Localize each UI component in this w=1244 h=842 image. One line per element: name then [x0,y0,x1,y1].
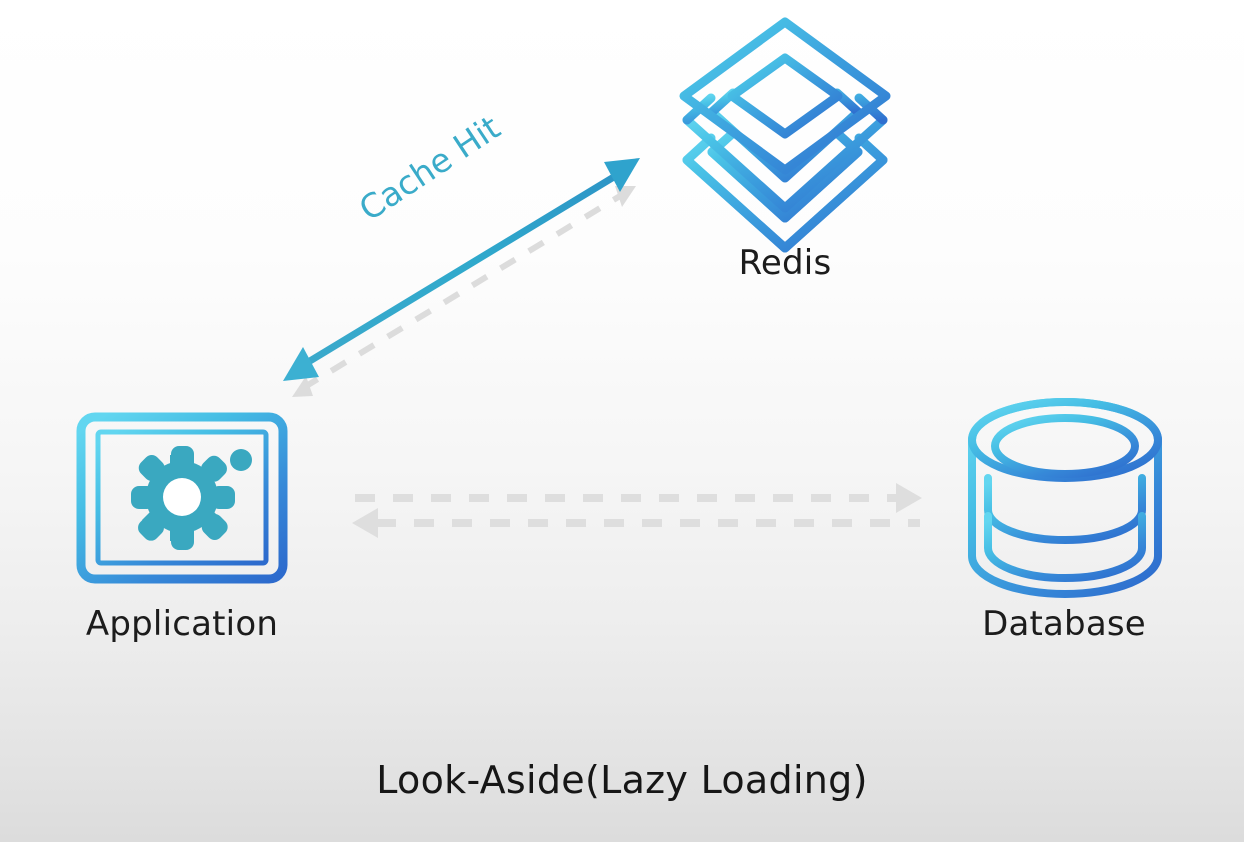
connector-cache-hit [283,158,640,381]
connector-db-read [355,483,922,513]
node-label-database: Database [982,604,1146,644]
diagram-title: Look-Aside(Lazy Loading) [376,758,868,802]
node-label-application: Application [85,604,279,644]
node-label-redis: Redis [738,243,832,283]
connector-db-return [352,508,920,538]
status-dot-icon [230,449,252,471]
